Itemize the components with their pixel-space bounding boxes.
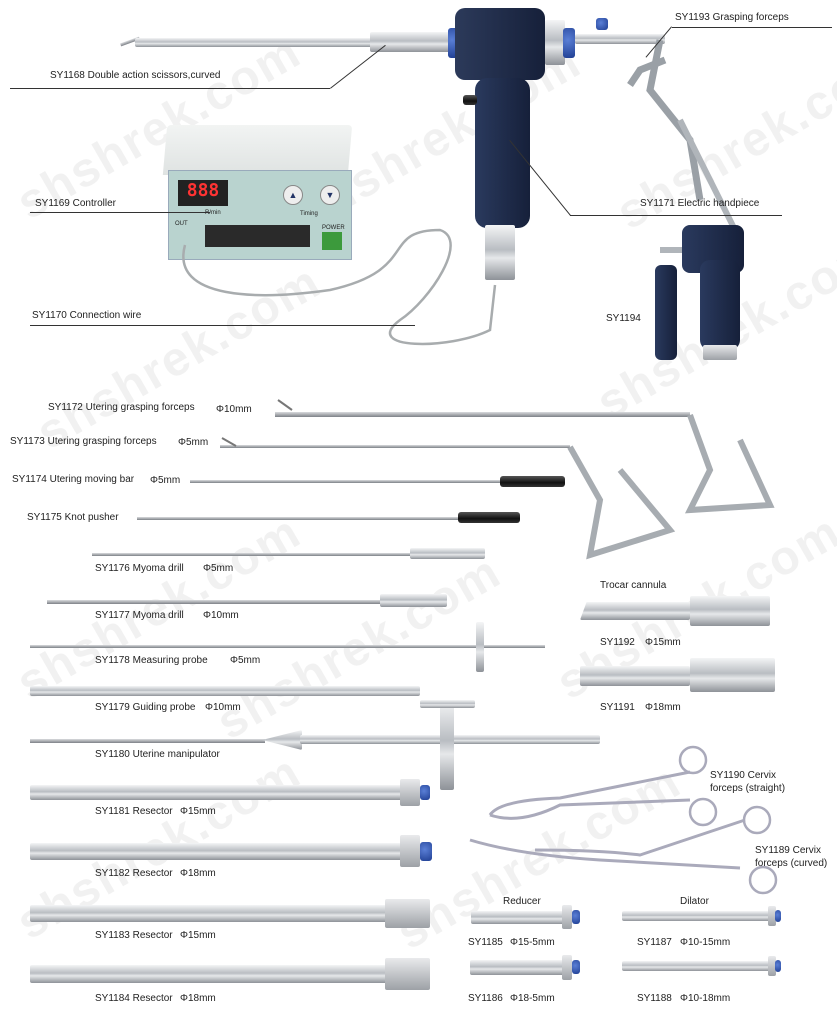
sy1183-resector <box>30 905 430 922</box>
label-sy1184: SY1184 Resector <box>95 993 173 1004</box>
label-sy1186: SY1186 <box>468 993 503 1004</box>
size-sy1183: Φ15mm <box>180 930 216 941</box>
forceps-handles <box>221 399 775 560</box>
sy1178-handle <box>476 622 484 672</box>
sy1191-cannula <box>580 666 690 686</box>
dilator-title: Dilator <box>680 896 709 907</box>
label-sy1185: SY1185 <box>468 937 503 948</box>
sy1176-handle <box>410 548 485 559</box>
size-sy1179: Φ10mm <box>205 702 241 713</box>
sy1187-dilator <box>622 911 770 921</box>
down-button: ▼ <box>320 185 340 205</box>
label-sy1177: SY1177 Myoma drill <box>95 610 184 621</box>
label-sy1180: SY1180 Uterine manipulator <box>95 749 220 760</box>
sy1176-shaft <box>92 553 410 556</box>
sy1185-reducer <box>471 911 566 924</box>
label-sy1191: SY1191 <box>600 702 635 713</box>
label-sy1178: SY1178 Measuring probe <box>95 655 208 666</box>
sy1177-shaft <box>47 600 380 604</box>
label-sy1179: SY1179 Guiding probe <box>95 702 196 713</box>
size-sy1185: Φ15-5mm <box>510 937 555 948</box>
size-sy1186: Φ18-5mm <box>510 993 555 1004</box>
label-sy1193: SY1193 Grasping forceps <box>675 12 789 23</box>
sy1174-shaft <box>190 480 500 483</box>
sy1179-probe <box>30 686 420 696</box>
label-sy1175: SY1175 Knot pusher <box>27 512 119 523</box>
label-sy1190-desc: forceps (straight) <box>710 783 786 794</box>
size-sy1188: Φ10-18mm <box>680 993 731 1004</box>
label-sy1182: SY1182 Resector <box>95 868 173 879</box>
cervix-forceps <box>469 745 778 895</box>
sy1172-shaft <box>275 412 690 417</box>
controller-display: 888 <box>178 180 228 206</box>
trocar-title: Trocar cannula <box>600 580 667 591</box>
size-sy1187: Φ10-15mm <box>680 937 731 948</box>
label-sy1171: SY1171 Electric handpiece <box>640 198 760 209</box>
up-button: ▲ <box>283 185 303 205</box>
connection-wire <box>182 228 497 346</box>
reducer-title: Reducer <box>503 896 541 907</box>
label-sy1192: SY1192 <box>600 637 635 648</box>
label-sy1194: SY1194 <box>606 313 641 324</box>
size-sy1181: Φ15mm <box>180 806 216 817</box>
label-sy1183: SY1183 Resector <box>95 930 173 941</box>
label-sy1173: SY1173 Utering grasping forceps <box>10 436 157 447</box>
sy1188-dilator <box>622 961 770 971</box>
sy1178-shaft <box>30 645 545 648</box>
size-sy1182: Φ18mm <box>180 868 216 879</box>
label-sy1190: SY1190 Cervix <box>710 770 776 781</box>
sy1175-handle <box>458 512 520 523</box>
label-sy1189-desc: forceps (curved) <box>755 858 828 869</box>
label-sy1189: SY1189 Cervix <box>755 845 821 856</box>
size-sy1184: Φ18mm <box>180 993 216 1004</box>
label-sy1176: SY1176 Myoma drill <box>95 563 184 574</box>
size-sy1178: Φ5mm <box>230 655 261 666</box>
size-sy1172: Φ10mm <box>216 404 252 415</box>
label-sy1168: SY1168 Double action scissors,curved <box>50 70 221 81</box>
sy1192-cannula <box>580 602 690 620</box>
label-sy1174: SY1174 Utering moving bar <box>12 474 135 485</box>
sy1173-shaft <box>220 445 570 448</box>
label-sy1172: SY1172 Utering grasping forceps <box>48 402 195 413</box>
size-sy1176: Φ5mm <box>203 563 234 574</box>
size-sy1192: Φ15mm <box>645 637 681 648</box>
sy1174-handle <box>500 476 565 487</box>
size-sy1173: Φ5mm <box>178 437 209 448</box>
sy1177-handle <box>380 594 447 607</box>
label-sy1188: SY1188 <box>637 993 672 1004</box>
label-sy1169: SY1169 Controller <box>35 198 116 209</box>
label-sy1187: SY1187 <box>637 937 672 948</box>
size-sy1174: Φ5mm <box>150 475 181 486</box>
size-sy1177: Φ10mm <box>203 610 239 621</box>
sy1182-resector <box>30 843 420 860</box>
label-sy1181: SY1181 Resector <box>95 806 173 817</box>
sy1186-reducer <box>470 960 565 975</box>
sy1181-resector <box>30 785 420 800</box>
label-sy1170: SY1170 Connection wire <box>32 310 142 321</box>
sy1175-shaft <box>137 517 458 520</box>
sy1184-resector <box>30 965 430 983</box>
size-sy1191: Φ18mm <box>645 702 681 713</box>
